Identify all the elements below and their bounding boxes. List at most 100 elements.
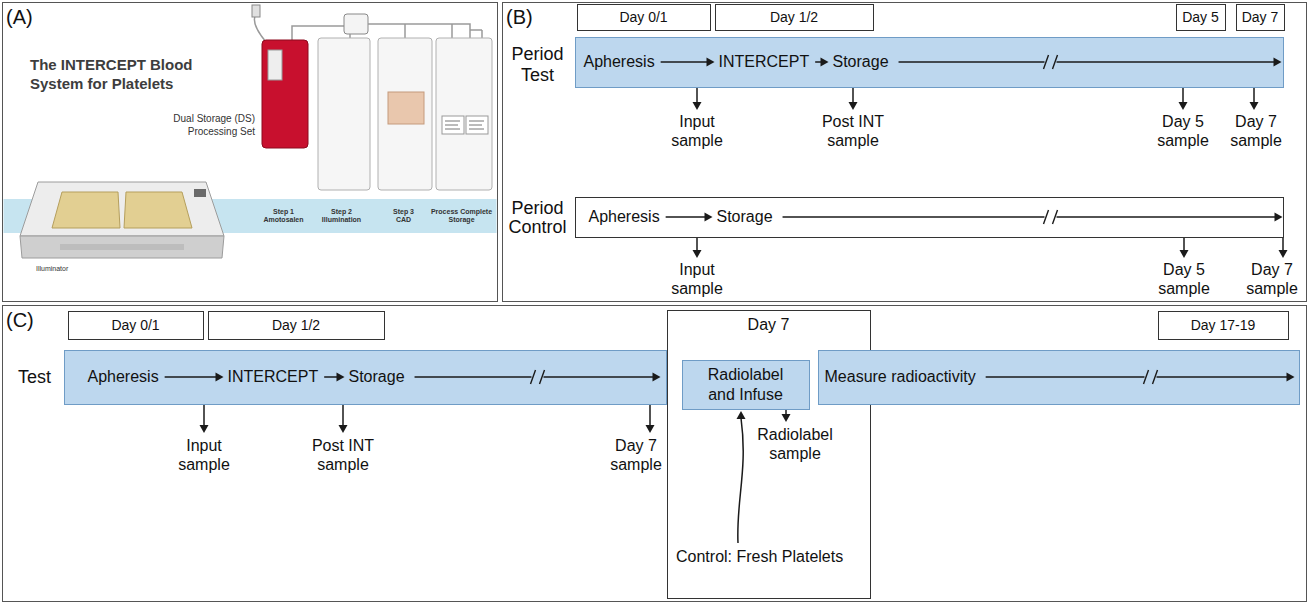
sample-label: Day 5 sample — [1150, 112, 1216, 150]
day-box: Day 17-19 — [1158, 311, 1289, 340]
sample-label: Input sample — [171, 436, 237, 474]
arrowhead — [1275, 213, 1283, 222]
box-text: Day 1/2 — [770, 9, 818, 26]
arrowhead — [1179, 102, 1188, 110]
step-text: Storage — [349, 367, 405, 386]
step-text: INTERCEPT — [228, 367, 319, 386]
sample-label: Post INT sample — [310, 436, 376, 474]
device-label: Illuminator — [36, 265, 68, 273]
node-text: Period Control — [504, 199, 572, 239]
arrowhead — [782, 414, 791, 422]
arrow-line — [324, 376, 337, 378]
box-text: Day 17-19 — [1191, 317, 1256, 334]
cad-wafer — [388, 92, 424, 124]
arrowhead — [705, 213, 713, 222]
box-text: Day 0/1 — [111, 317, 159, 334]
arrow-line — [783, 216, 1276, 218]
sample-label: Day 7 sample — [603, 436, 669, 474]
break-mark — [1144, 370, 1158, 384]
control-note: Control: Fresh Platelets — [676, 547, 843, 566]
curved-arrow — [738, 418, 743, 543]
day-box: Day 5 — [1176, 4, 1226, 31]
break-gap — [1145, 369, 1157, 385]
illuminator-device — [20, 182, 224, 258]
sample-label: Day 5 sample — [1151, 260, 1217, 298]
panel-letter: (C) — [6, 308, 34, 332]
filter — [344, 14, 368, 34]
sample-label: Day 7 sample — [1239, 260, 1305, 298]
arrowhead — [849, 102, 858, 110]
step-text: Apheresis — [584, 52, 655, 71]
arrow-line — [986, 376, 1288, 378]
node-text: Step 2 Illumination — [317, 208, 367, 224]
box-text: Day 5 — [1182, 9, 1219, 26]
node-text: Step 3 CAD — [388, 208, 420, 224]
break-mark — [531, 370, 545, 384]
step-text: Storage — [833, 52, 889, 71]
panel: (A)Step 1 AmotosalenStep 2 IlluminationS… — [2, 2, 498, 302]
display — [194, 189, 206, 197]
node-text: Period Test — [504, 44, 572, 86]
node-text: Test — [10, 367, 60, 389]
step-text: Measure radioactivity — [825, 367, 976, 386]
label-lines — [445, 121, 484, 129]
arrow-line — [1282, 238, 1284, 251]
storage-bag — [436, 38, 492, 190]
arrow-line — [899, 61, 1275, 63]
day-box: Day 1/2 — [208, 311, 385, 340]
arrowhead — [339, 425, 348, 433]
arrow-line — [666, 216, 706, 218]
tubing — [254, 14, 266, 42]
platelet-bag — [262, 40, 308, 148]
illustration-title: The INTERCEPT Blood System for Platelets — [30, 56, 220, 94]
arrow-line — [649, 405, 651, 426]
arrowhead — [216, 373, 224, 382]
arrowhead — [1180, 250, 1189, 258]
step-text: INTERCEPT — [719, 52, 810, 71]
box-text: Day 7 — [1242, 9, 1279, 26]
step-text: Apheresis — [88, 367, 159, 386]
sample-label: Input sample — [664, 112, 730, 150]
step-band: Step 1 Amotosalen Step 2 Illumination Step… — [3, 199, 497, 233]
arrow-line — [1183, 238, 1185, 251]
handle — [60, 244, 184, 250]
tubing — [350, 24, 482, 38]
sample-label: Radiolabel sample — [753, 425, 837, 463]
node-text: Day 7 — [668, 315, 870, 334]
panel-letter: (B) — [506, 5, 533, 29]
arrowhead — [707, 58, 715, 67]
arrow-line — [165, 376, 217, 378]
node-text: Process Complete Storage — [430, 208, 494, 224]
break-gap — [1045, 54, 1057, 70]
tray — [124, 192, 192, 228]
arrowhead — [821, 58, 829, 67]
device-front — [20, 236, 224, 258]
break-mark — [1044, 55, 1058, 69]
arrow-line — [661, 61, 708, 63]
day-box: Day 7 — [1236, 4, 1285, 31]
arrowhead — [1250, 102, 1259, 110]
arrowhead — [200, 425, 209, 433]
step-text: Apheresis — [589, 207, 660, 226]
device-top — [20, 182, 224, 236]
node-text: Step 1 Amotosalen — [261, 208, 307, 224]
arrowhead — [1274, 58, 1282, 67]
arrowhead — [646, 425, 655, 433]
panel-letter: (A) — [6, 5, 33, 29]
box-text: Day 0/1 — [619, 9, 667, 26]
clamp — [252, 5, 260, 17]
step-text: Storage — [717, 207, 773, 226]
arrow-line — [696, 88, 698, 103]
arrowhead — [653, 373, 661, 382]
sample-label: Input sample — [664, 260, 730, 298]
arrow-line — [1253, 88, 1255, 103]
box-text: Day 1/2 — [272, 317, 320, 334]
sample-label: Post INT sample — [820, 112, 886, 150]
bag-label — [268, 50, 282, 80]
arrow-line — [696, 238, 698, 251]
break-mark — [1044, 210, 1058, 224]
arrow-line — [852, 88, 854, 103]
arrowhead — [693, 250, 702, 258]
day-box: Day 0/1 — [68, 311, 204, 340]
